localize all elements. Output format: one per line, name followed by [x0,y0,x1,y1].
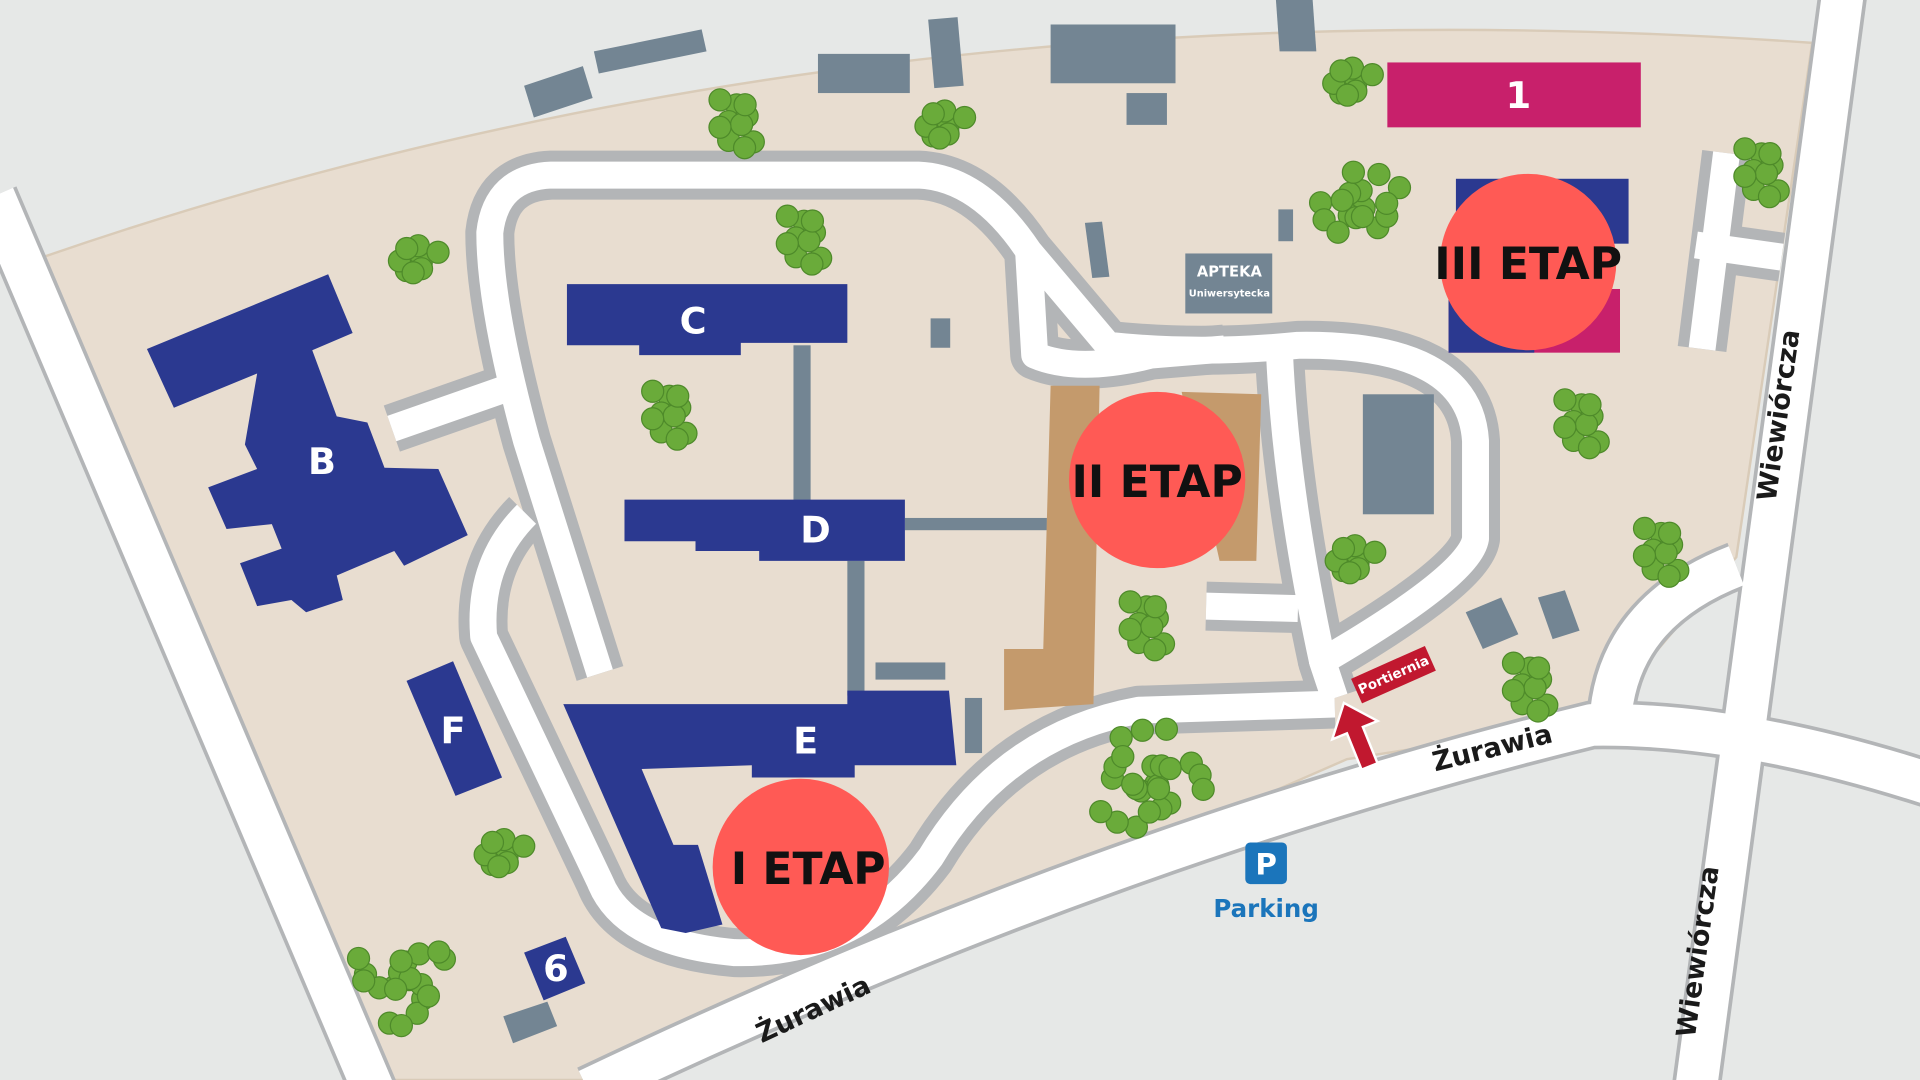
building-d-label: D [800,509,830,552]
parking-icon: P [1245,842,1287,885]
building-b-label: B [308,440,336,483]
tree-icon [1308,160,1412,244]
building-d: D [624,499,905,561]
building-f: F [406,661,503,796]
stage-3-label: III ETAP [1434,239,1622,290]
building-b: B [146,274,468,613]
campus-area [19,28,1814,1080]
tree-icon [387,234,450,285]
building-1-label: 1 [1506,74,1532,117]
tree-icon [1501,651,1559,723]
apteka-title: APTEKA [1197,264,1263,281]
tree-icon [1118,590,1176,662]
tree-icon [1322,56,1384,107]
tree-icon [1553,388,1610,460]
stage-1-marker: I ETAP [712,778,889,956]
parking-icon-letter: P [1255,847,1277,881]
tree-icon [1632,516,1690,588]
apteka-subtitle: Uniwersytecka [1189,288,1270,299]
tree-icon [914,99,977,150]
other-buildings [503,0,1580,1044]
stage-1-label: I ETAP [731,844,886,895]
apteka-building: APTEKA Uniwersytecka [1185,253,1273,314]
tree-icon [473,827,536,879]
tree-icon [775,204,833,276]
building-6-label: 6 [543,947,569,990]
tree-icon [1733,137,1790,209]
building-c: C [566,284,848,356]
building-e: E [563,690,957,934]
entrance-arrow-icon [1330,701,1381,772]
tree-icon [708,88,765,160]
tree-icon [346,940,457,1038]
stage-2-marker: II ETAP [1068,391,1246,569]
stage-3-marker: III ETAP [1434,173,1622,351]
building-1: 1 [1387,62,1641,128]
building-6: 6 [524,936,586,1001]
building-f-label: F [441,710,466,753]
trees [346,56,1790,1038]
tree-icon [1324,534,1387,585]
tree-icon [1089,717,1215,839]
stage-2-label: II ETAP [1071,457,1242,508]
tree-icon [640,379,698,451]
parking-label: Parking [1213,894,1318,923]
building-c-label: C [680,299,707,342]
building-e-label: E [793,719,818,762]
